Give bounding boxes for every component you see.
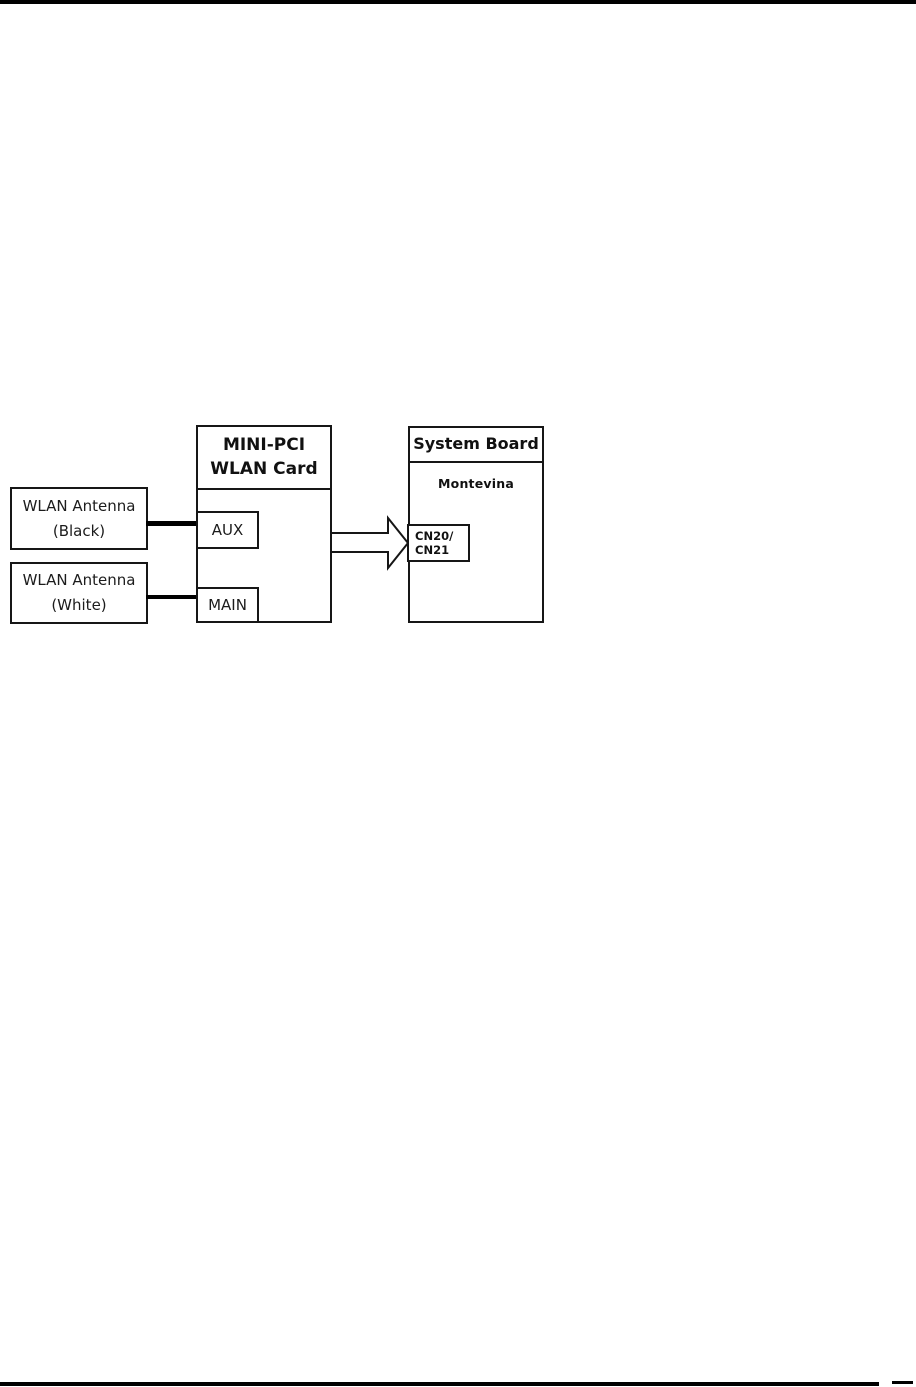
- right-block-arrow-icon: [332, 515, 410, 571]
- antenna-black-to-aux-cable: [146, 521, 198, 526]
- mini-pci-wlan-card-title: MINI-PCI WLAN Card: [198, 427, 330, 490]
- antenna-white-to-main-cable: [146, 595, 198, 599]
- wlan-antenna-white-box: WLAN Antenna (White): [10, 562, 148, 624]
- top-rule: [0, 0, 916, 4]
- connector-label-line1: CN20/: [415, 529, 454, 543]
- aux-port-label: AUX: [211, 521, 244, 539]
- card-to-board-arrow: [332, 514, 410, 574]
- main-port-label: MAIN: [208, 596, 247, 614]
- wlan-antenna-white-color: (White): [51, 596, 107, 614]
- mini-pci-title-line1: MINI-PCI: [222, 435, 306, 455]
- wlan-antenna-white-label: WLAN Antenna: [22, 571, 136, 589]
- wlan-antenna-black-box: WLAN Antenna (Black): [10, 487, 148, 550]
- mini-pci-title-line2: WLAN Card: [210, 459, 318, 479]
- bottom-right-mark: [892, 1381, 913, 1384]
- system-board-title: System Board: [410, 428, 542, 463]
- main-port-box: MAIN: [196, 587, 259, 623]
- wlan-antenna-black-label: WLAN Antenna: [22, 496, 136, 515]
- chipset-label: Montevina: [438, 476, 514, 491]
- bottom-rule: [0, 1382, 879, 1386]
- aux-port-box: AUX: [196, 511, 259, 549]
- connector-label-line2: CN21: [415, 543, 450, 557]
- cn20-cn21-connector-box: CN20/ CN21: [407, 524, 470, 562]
- wlan-antenna-black-color: (Black): [52, 521, 106, 540]
